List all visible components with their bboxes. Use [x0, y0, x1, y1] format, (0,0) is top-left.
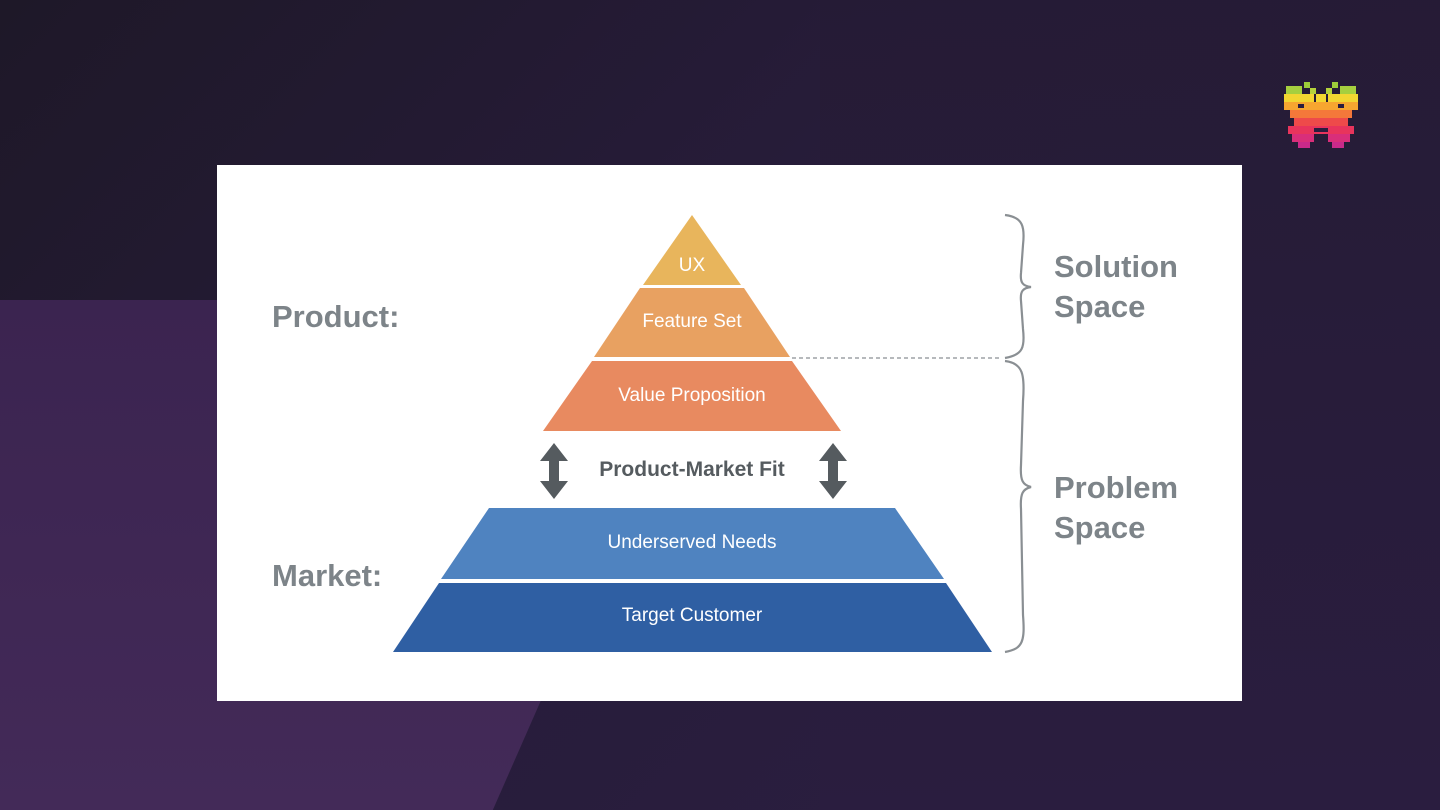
underserved-needs-layer-label: Underserved Needs — [607, 532, 777, 553]
solution-space-brace — [1004, 213, 1032, 360]
product-market-fit-label: Product-Market Fit — [599, 458, 785, 481]
value-proposition-layer — [543, 361, 841, 431]
ux-layer-label: UX — [678, 255, 706, 276]
problem-space-line1: Problem — [1054, 470, 1179, 505]
solution-space-line2: Space — [1054, 289, 1146, 324]
target-customer-layer — [393, 583, 992, 652]
value-proposition-layer-label: Value Proposition — [618, 385, 766, 406]
ux-layer — [643, 215, 741, 285]
diagram-card: Product: Market: UX Feature Set Value Pr… — [217, 165, 1242, 701]
market-label: Market: — [272, 558, 383, 593]
target-customer-layer-label: Target Customer — [621, 605, 763, 626]
problem-space-line2: Space — [1054, 510, 1146, 545]
solution-space-label: Solution Space — [1054, 247, 1178, 327]
pyramid-diagram — [393, 213, 1032, 654]
feature-set-layer — [594, 288, 790, 357]
solution-space-line1: Solution — [1054, 249, 1178, 284]
underserved-needs-layer — [441, 508, 944, 579]
problem-space-brace — [1004, 359, 1032, 654]
fit-arrow-left-icon — [540, 443, 568, 499]
feature-set-layer-label: Feature Set — [642, 311, 742, 332]
fit-arrow-right-icon — [819, 443, 847, 499]
butterfly-logo-icon — [1284, 82, 1358, 148]
problem-space-label: Problem Space — [1054, 468, 1178, 548]
product-label: Product: — [272, 299, 400, 334]
